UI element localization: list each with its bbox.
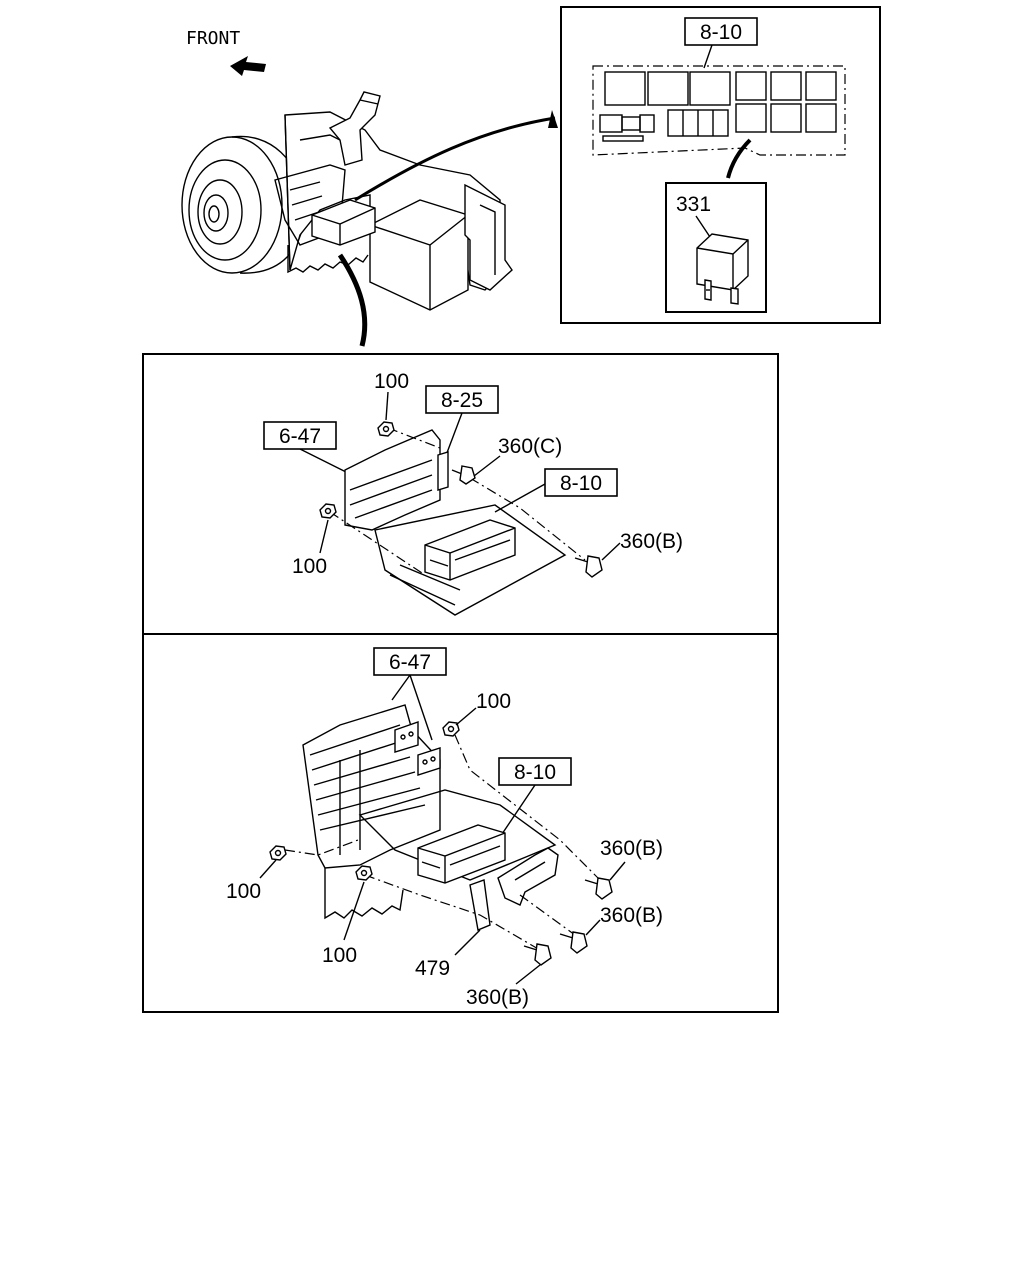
bottom-assembly-panel: 6-47 8-10 100	[142, 633, 779, 1013]
part-label-360b-bottom-3: 360(B)	[466, 986, 529, 1009]
part-label-100-mid-upper: 100	[374, 370, 409, 393]
ref-label-8-10-bottom: 8-10	[514, 761, 556, 784]
fuse-relay-detail-panel: 8-10 331	[560, 6, 881, 324]
nut-icon-100-upper	[377, 421, 395, 437]
nut-icon-100-lower	[319, 503, 337, 519]
ref-box-8-10-bottom	[498, 757, 572, 786]
front-label: FRONT	[186, 28, 240, 49]
front-arrow-icon	[230, 56, 266, 76]
detail-leader-middle	[337, 253, 368, 347]
part-label-479: 479	[415, 957, 450, 980]
detail-frame	[560, 6, 881, 324]
ref-box-8-10-top	[684, 17, 758, 46]
ref-box-6-47-bottom	[373, 647, 447, 676]
part-label-331: 331	[676, 193, 711, 216]
part-label-100-bottom-top: 100	[476, 690, 511, 713]
angle-bracket	[497, 847, 559, 906]
bolt-icon-360c	[451, 465, 476, 485]
relay-inset-frame	[665, 182, 767, 313]
bolt-icon-360b-bottom-2	[559, 931, 588, 954]
nut-icon-100-bottom-left	[269, 845, 287, 861]
bolt-icon-360b-bottom-1	[584, 877, 613, 900]
fuse-box-outline	[592, 65, 846, 156]
part-label-360c: 360(C)	[498, 435, 562, 458]
ref-label-8-25: 8-25	[441, 389, 483, 412]
ref-label-6-47-mid: 6-47	[279, 425, 321, 448]
relay-icon	[696, 233, 749, 305]
cab-side-panel	[302, 704, 441, 869]
nut-icon-100-bottom-top	[442, 721, 460, 737]
fuse-box-mid	[424, 519, 516, 581]
vehicle-overview-illustration	[181, 91, 513, 311]
ref-label-8-10-mid: 8-10	[560, 472, 602, 495]
part-label-360b-bottom-2: 360(B)	[600, 904, 663, 927]
bracket-479	[469, 879, 491, 931]
part-label-360b-bottom-1: 360(B)	[600, 837, 663, 860]
bolt-icon-360b-mid	[574, 555, 603, 578]
part-label-100-bottom-left: 100	[226, 880, 261, 903]
ref-box-8-25	[425, 385, 499, 414]
detail-leader-top	[354, 116, 556, 202]
mounting-bracket-mid	[344, 429, 441, 531]
part-label-360b-mid: 360(B)	[620, 530, 683, 553]
bolt-icon-360b-bottom-3	[523, 943, 552, 966]
bottom-panel-frame	[142, 633, 779, 1013]
ref-box-6-47-mid	[263, 421, 337, 450]
middle-assembly-panel: 6-47 8-25 8-10 100	[142, 353, 779, 635]
front-indicator: FRONT	[186, 28, 266, 76]
ref-label-6-47-bottom: 6-47	[389, 651, 431, 674]
part-label-100-bottom-lower: 100	[322, 944, 357, 967]
ref-box-8-10-mid	[544, 468, 618, 497]
nut-icon-100-bottom-lower	[355, 865, 373, 881]
part-label-100-mid-lower: 100	[292, 555, 327, 578]
ref-label-8-10-top: 8-10	[700, 21, 742, 44]
